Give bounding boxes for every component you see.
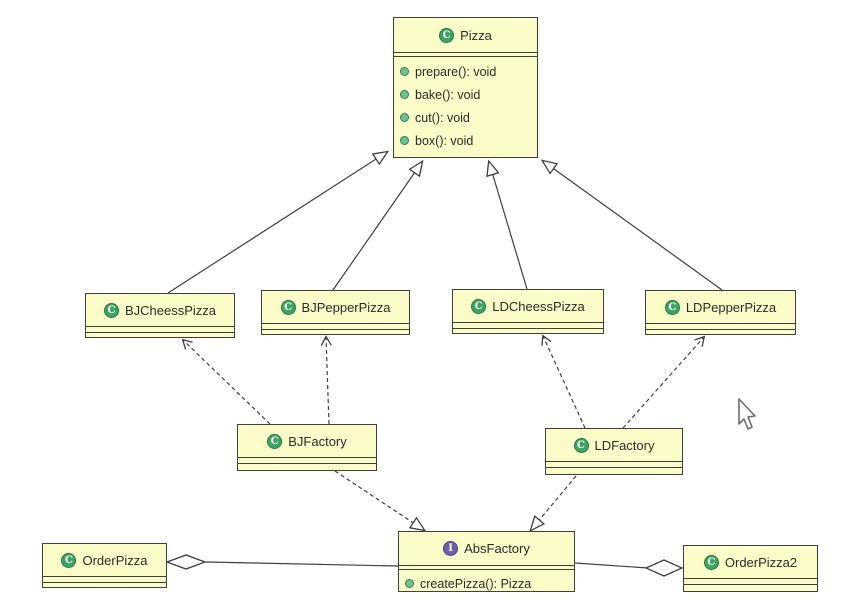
method-row[interactable]: cut(): void xyxy=(394,106,537,129)
public-method-icon xyxy=(400,90,409,99)
empty-methods-compartment xyxy=(453,328,603,334)
class-box-bjcheesspizza[interactable]: C BJCheessPizza xyxy=(85,293,235,338)
public-method-icon xyxy=(405,579,414,588)
aggregation-diamond-orderpizza xyxy=(165,554,207,570)
class-box-bjfactory[interactable]: C BJFactory xyxy=(237,424,377,471)
empty-fields-compartment xyxy=(43,576,166,582)
class-box-ldcheesspizza[interactable]: C LDCheessPizza xyxy=(452,289,604,334)
class-box-ldfactory[interactable]: C LDFactory xyxy=(545,428,683,475)
method-label: bake(): void xyxy=(415,87,481,102)
method-row[interactable]: bake(): void xyxy=(394,83,537,106)
interface-box-absfactory[interactable]: I AbsFactory createPizza(): Pizza xyxy=(398,531,575,592)
empty-fields-compartment xyxy=(646,323,795,329)
class-name: BJFactory xyxy=(288,433,347,449)
class-box-orderpizza[interactable]: C OrderPizza xyxy=(42,543,167,588)
empty-methods-compartment xyxy=(684,584,817,590)
method-row[interactable]: createPizza(): Pizza xyxy=(399,573,574,594)
public-method-icon xyxy=(400,136,409,145)
class-icon: C xyxy=(703,554,719,570)
compartment-separator xyxy=(399,565,574,570)
public-method-icon xyxy=(400,113,409,122)
dependency-bjfactory-to-bjcheesspizza[interactable] xyxy=(181,338,271,425)
class-box-pizza[interactable]: C Pizza prepare(): void bake(): void cut… xyxy=(393,17,538,158)
realization-ldfactory-to-absfactory[interactable] xyxy=(529,475,577,533)
empty-fields-compartment xyxy=(238,457,376,463)
method-label: createPizza(): Pizza xyxy=(420,576,532,591)
mouse-cursor xyxy=(738,398,756,430)
class-icon: C xyxy=(439,27,455,43)
class-name: LDPepperPizza xyxy=(685,299,777,315)
class-name: LDFactory xyxy=(594,437,655,453)
empty-fields-compartment xyxy=(86,326,234,332)
class-icon: C xyxy=(61,552,77,568)
realization-bjfactory-to-absfactory[interactable] xyxy=(334,470,427,532)
method-label: prepare(): void xyxy=(415,64,497,79)
empty-methods-compartment xyxy=(86,332,234,338)
empty-fields-compartment xyxy=(684,578,817,584)
generalization-ldcheesspizza-to-pizza[interactable] xyxy=(486,159,528,290)
class-icon: C xyxy=(471,298,487,314)
class-name: OrderPizza xyxy=(82,552,148,568)
empty-methods-compartment xyxy=(238,463,376,469)
class-icon: C xyxy=(280,299,296,315)
empty-methods-compartment xyxy=(43,582,166,588)
generalization-bjpepperpizza-to-pizza[interactable] xyxy=(332,159,424,291)
dependency-bjfactory-to-bjpepperpizza[interactable] xyxy=(320,335,332,425)
class-name: Pizza xyxy=(460,27,492,43)
class-icon: C xyxy=(267,433,283,449)
class-icon: C xyxy=(573,437,589,453)
aggregation-diamond-orderpizza2 xyxy=(644,559,684,577)
empty-fields-compartment xyxy=(262,323,409,329)
class-box-bjpepperpizza[interactable]: C BJPepperPizza xyxy=(261,290,410,335)
aggregation-orderpizza2-absfactory[interactable] xyxy=(574,559,684,577)
empty-fields-compartment xyxy=(453,322,603,328)
class-icon: C xyxy=(664,299,680,315)
dependency-ldfactory-to-ldpepperpizza[interactable] xyxy=(622,335,706,429)
empty-methods-compartment xyxy=(546,467,682,473)
compartment-separator xyxy=(394,52,537,57)
class-name: BJPepperPizza xyxy=(301,299,391,315)
class-box-orderpizza2[interactable]: C OrderPizza2 xyxy=(683,545,818,592)
empty-methods-compartment xyxy=(646,329,795,335)
class-box-ldpepperpizza[interactable]: C LDPepperPizza xyxy=(645,290,796,335)
aggregation-orderpizza-absfactory[interactable] xyxy=(165,554,399,570)
empty-fields-compartment xyxy=(546,461,682,467)
method-label: box(): void xyxy=(415,133,474,148)
interface-name: AbsFactory xyxy=(464,541,530,556)
method-row[interactable]: prepare(): void xyxy=(394,60,537,83)
method-label: cut(): void xyxy=(415,110,470,125)
generalization-ldpepperpizza-to-pizza[interactable] xyxy=(540,159,723,291)
method-row[interactable]: box(): void xyxy=(394,129,537,152)
class-icon: C xyxy=(103,302,119,318)
interface-icon: I xyxy=(443,541,459,556)
class-name: OrderPizza2 xyxy=(724,554,798,570)
generalization-bjcheesspizza-to-pizza[interactable] xyxy=(167,150,390,294)
class-name: LDCheessPizza xyxy=(492,298,585,314)
public-method-icon xyxy=(400,67,409,76)
class-name: BJCheessPizza xyxy=(124,302,217,318)
empty-methods-compartment xyxy=(262,329,409,335)
dependency-ldfactory-to-ldcheesspizza[interactable] xyxy=(541,334,586,429)
